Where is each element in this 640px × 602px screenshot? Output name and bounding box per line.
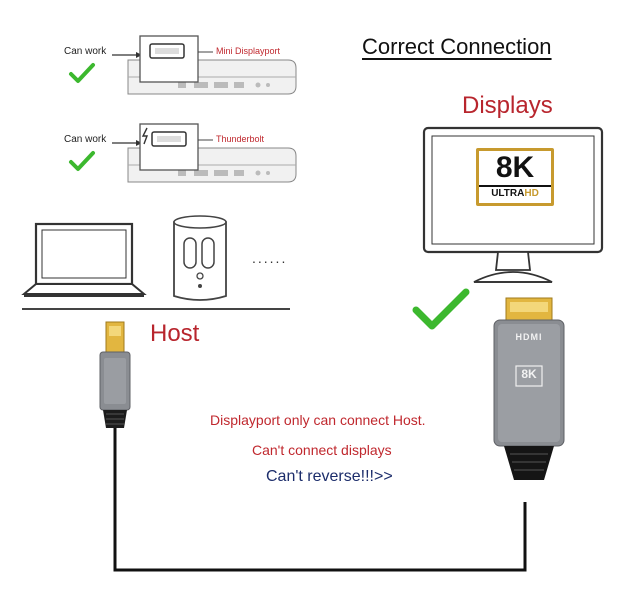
note-cant-connect-displays: Can't connect displays: [252, 442, 392, 458]
hdmi-plug: [493, 297, 565, 480]
page-title: Correct Connection: [362, 34, 552, 59]
badge-8k-text: 8K: [495, 151, 535, 184]
badge-8k-ultrahd: 8K ULTRAHD: [476, 148, 554, 206]
port-name-2: Thunderbolt: [216, 134, 265, 144]
laptop-side-thunderbolt: [127, 123, 297, 183]
can-work-label-2: Can work: [64, 134, 107, 145]
check-icon-hdmi: [412, 288, 470, 330]
note-cant-reverse: Can't reverse!!!>>: [266, 468, 393, 485]
laptop-icon: [21, 222, 147, 297]
check-icon-1: [69, 63, 95, 83]
badge-ultra-text: ULTRA: [491, 188, 525, 199]
can-work-label-1: Can work: [64, 46, 107, 57]
ellipsis-more-hosts: ......: [252, 250, 288, 266]
host-divider: [22, 308, 290, 310]
host-label: Host: [150, 320, 200, 347]
cable-line: [113, 428, 527, 572]
arrow-icon-2: [112, 140, 142, 146]
port-name-1: Mini Displayport: [216, 46, 281, 56]
hdmi-text: HDMI: [515, 332, 543, 342]
desktop-tower-icon: [173, 215, 227, 301]
check-icon-2: [69, 151, 95, 171]
badge-hd-text: HD: [524, 188, 539, 199]
displays-label: Displays: [462, 92, 553, 119]
badge-ultrahd-row: ULTRAHD: [479, 185, 551, 201]
arrow-icon-1: [112, 52, 142, 58]
mini-displayport-plug: [99, 321, 131, 428]
plug-8k-text: 8K: [521, 367, 537, 381]
laptop-side-mini-dp: [127, 35, 297, 95]
note-displayport-host: Displayport only can connect Host.: [210, 412, 426, 428]
